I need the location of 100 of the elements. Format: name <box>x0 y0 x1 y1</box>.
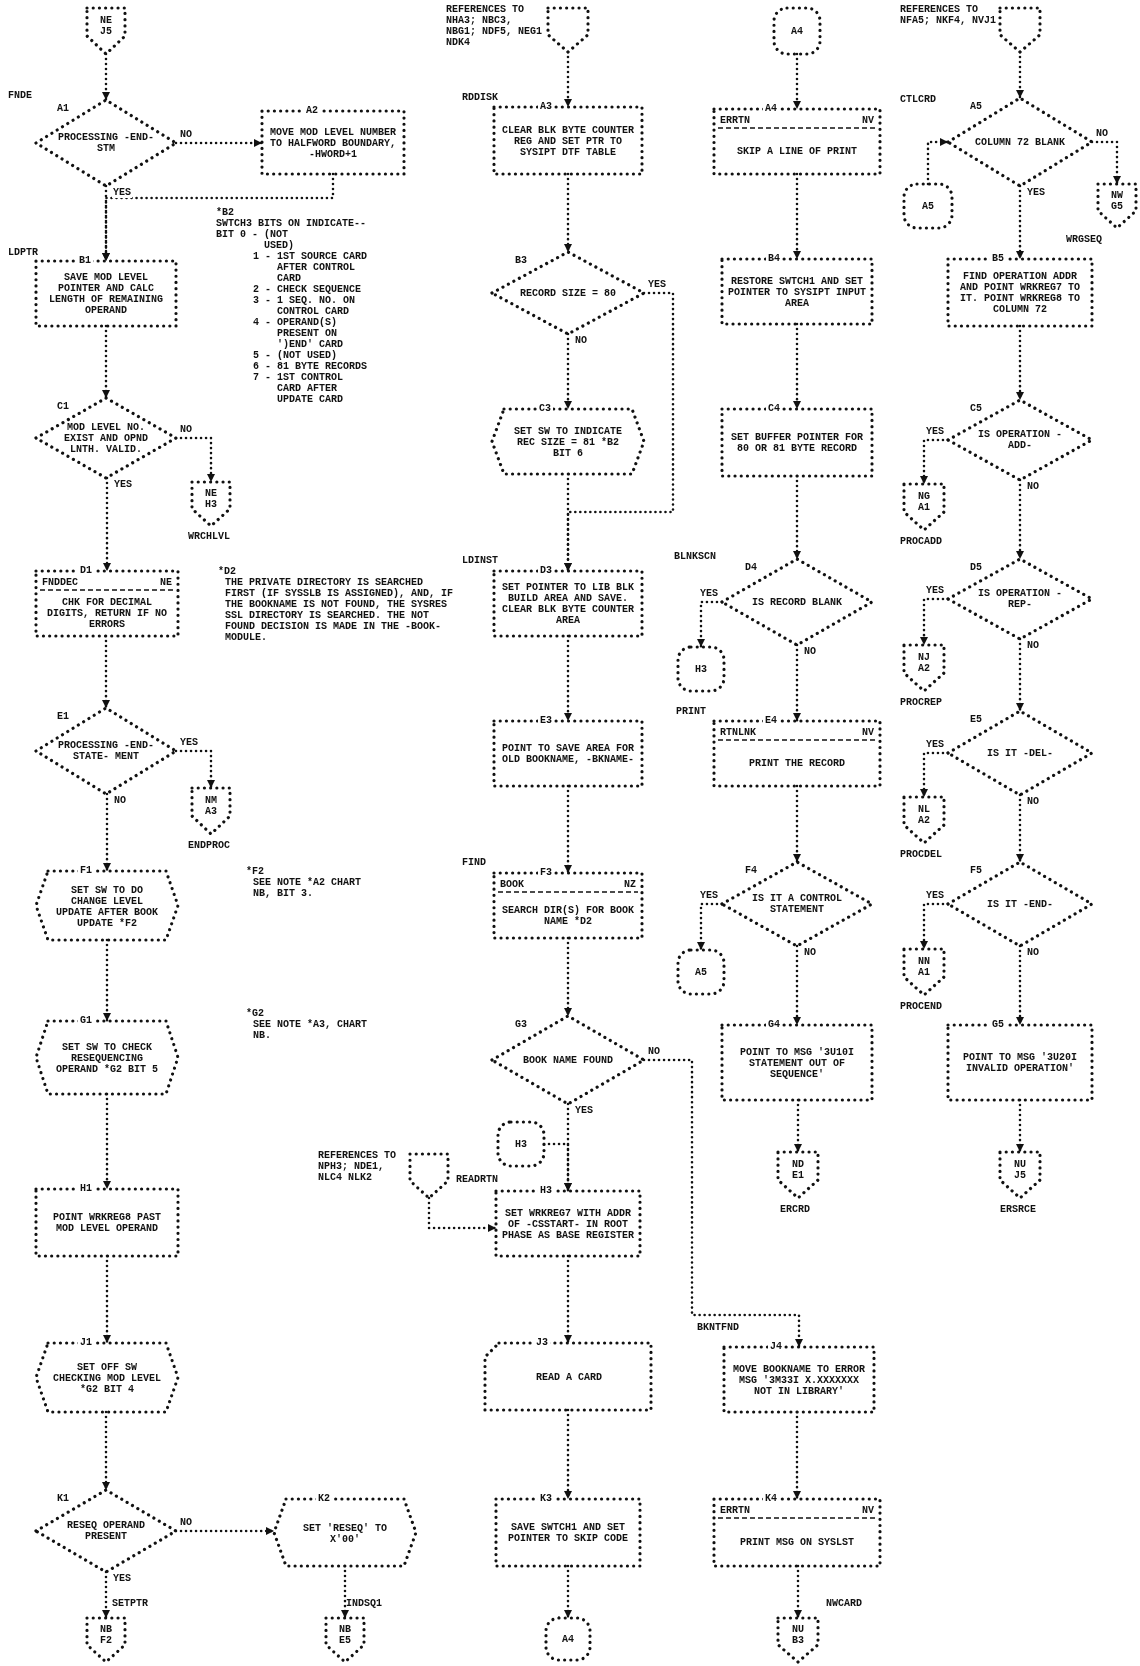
process-box <box>34 256 178 328</box>
step-id: A1 <box>57 103 69 114</box>
onpage-connector <box>496 1120 546 1168</box>
entry-label: BLNKSCN <box>674 551 716 562</box>
step-id: F3 <box>538 868 554 878</box>
step-id: F5 <box>970 865 982 876</box>
step-id: A5 <box>970 101 982 112</box>
connector-label: J5 <box>1014 1170 1026 1181</box>
edge-label: NO <box>113 795 127 806</box>
entry-label: PROCADD <box>900 536 942 547</box>
offpage-connector <box>776 1616 820 1664</box>
chart-id: NZ <box>624 879 636 890</box>
step-id: B1 <box>77 256 93 266</box>
connector-label: NJ <box>918 652 930 663</box>
decision-diamond <box>720 557 874 647</box>
chart-id: NV <box>862 115 874 126</box>
note-text: 6 - 81 BYTE RECORDS <box>253 361 369 372</box>
connector-label: NG <box>918 491 930 502</box>
decision-diamond <box>946 860 1094 948</box>
connector-label: NE <box>205 488 217 500</box>
subroutine-box <box>712 1494 882 1568</box>
step-text: IS OPERATION -ADD- <box>977 429 1063 451</box>
edge-label: YES <box>574 1105 594 1116</box>
step-text: SET SW TO INDICATE REC SIZE = 81 *B2 BIT 6 <box>513 426 623 459</box>
process-box <box>492 716 644 788</box>
flow-arrow <box>793 172 801 261</box>
connector-label: A4 <box>562 1633 574 1645</box>
flow-arrow <box>564 172 572 254</box>
decision-diamond <box>34 396 178 480</box>
chart-id: NV <box>862 727 874 738</box>
routine-name: ERRTN <box>720 115 750 126</box>
step-text: PRINT MSG ON SYSLST <box>740 1537 854 1548</box>
step-id: F1 <box>78 866 94 876</box>
connector-label: A2 <box>918 815 930 826</box>
connector-label: NE <box>100 15 112 26</box>
flow-arrow <box>102 1410 110 1492</box>
offpage-connector <box>998 6 1042 54</box>
edge-label: NO <box>803 646 817 657</box>
offpage-connector <box>85 1616 127 1664</box>
connector-label: A5 <box>922 200 934 212</box>
routine-name: FNDDEC <box>42 577 78 588</box>
process-box <box>720 254 874 326</box>
edge-label: YES <box>699 588 719 599</box>
note-text: SEE NOTE *A3, CHART NB. <box>253 1019 369 1041</box>
flow-arrow <box>564 1564 572 1620</box>
connector-label: A4 <box>791 25 803 37</box>
connector-label: H3 <box>205 499 217 511</box>
onpage-connector <box>676 948 726 996</box>
entry-label: ERCRD <box>780 1204 810 1215</box>
entry-label: NWCARD <box>826 1598 862 1609</box>
preparation-hexagon <box>34 1338 180 1414</box>
onpage-connector <box>676 645 726 693</box>
step-text: MOVE MOD LEVEL NUMBER TO HALFWORD BOUNDARY, -HWORD+1 <box>269 126 397 160</box>
step-id: K2 <box>316 1494 332 1504</box>
step-id: C1 <box>57 401 69 412</box>
entry-label: BKNTFND <box>697 1322 739 1333</box>
step-id: D3 <box>538 566 554 576</box>
offpage-connector <box>190 480 232 528</box>
step-id: H1 <box>78 1184 94 1194</box>
step-text: IS IT A CONTROL STATEMENT <box>751 893 843 915</box>
routine-name: BOOK <box>500 879 524 890</box>
step-id: K3 <box>538 1494 554 1504</box>
step-text: POINT TO MSG '3U10I STATEMENT OUT OF SEQUENCE' <box>739 1046 855 1080</box>
process-box <box>720 404 874 478</box>
onpage-connector <box>902 182 954 230</box>
flow-arrow <box>1016 944 1024 1027</box>
offpage-connector <box>902 643 946 693</box>
edge-label: YES <box>112 1573 132 1584</box>
step-id: J1 <box>78 1338 94 1348</box>
subroutine-box <box>34 566 180 638</box>
decision-diamond <box>34 706 178 796</box>
step-text: POINT TO MSG '3U20I INVALID OPERATION' <box>962 1052 1078 1074</box>
step-text: CHK FOR DECIMAL DIGITS, RETURN IF NO ERRORS <box>46 597 168 630</box>
entry-label: PROCDEL <box>900 849 942 860</box>
offpage-connector <box>776 1150 820 1200</box>
flow-arrow <box>102 324 110 400</box>
note-text: 4 - OPERAND(S) PRESENT ON ')END' CARD <box>253 317 344 350</box>
connector-label: G5 <box>1111 201 1123 213</box>
entry-label: PRINT <box>676 706 706 717</box>
edge-label: YES <box>179 737 199 748</box>
connector-label: NU <box>792 1624 804 1636</box>
decision-diamond <box>490 250 646 336</box>
step-id: E5 <box>970 714 982 725</box>
preparation-hexagon <box>272 1494 418 1568</box>
reference-note: REFERENCES TO NPH3; NDE1, NLC4 NLK2 <box>318 1150 397 1183</box>
edge-label: NO <box>803 947 817 958</box>
process-box <box>722 1342 876 1414</box>
flow-arrow <box>564 1408 572 1501</box>
entry-label: WRGSEQ <box>1066 234 1102 245</box>
step-text: SEARCH DIR(S) FOR BOOK NAME *D2 <box>501 904 635 927</box>
step-text: IS IT -DEL- <box>987 747 1053 759</box>
edge-label: YES <box>647 279 667 290</box>
step-text: FIND OPERATION ADDR AND POINT WRKREG7 TO IT. POINT WRKREG8 TO COLUMN 72 <box>959 271 1081 315</box>
connector-label: A3 <box>205 806 217 817</box>
decision-diamond <box>34 98 178 188</box>
note-text: SWTCH3 BITS ON INDICATE-- <box>216 218 368 229</box>
step-id: J3 <box>534 1338 550 1348</box>
entry-label: PROCEND <box>900 1001 942 1012</box>
connector-label: NW <box>1111 190 1123 202</box>
routine-name: ERRTN <box>720 1505 750 1516</box>
